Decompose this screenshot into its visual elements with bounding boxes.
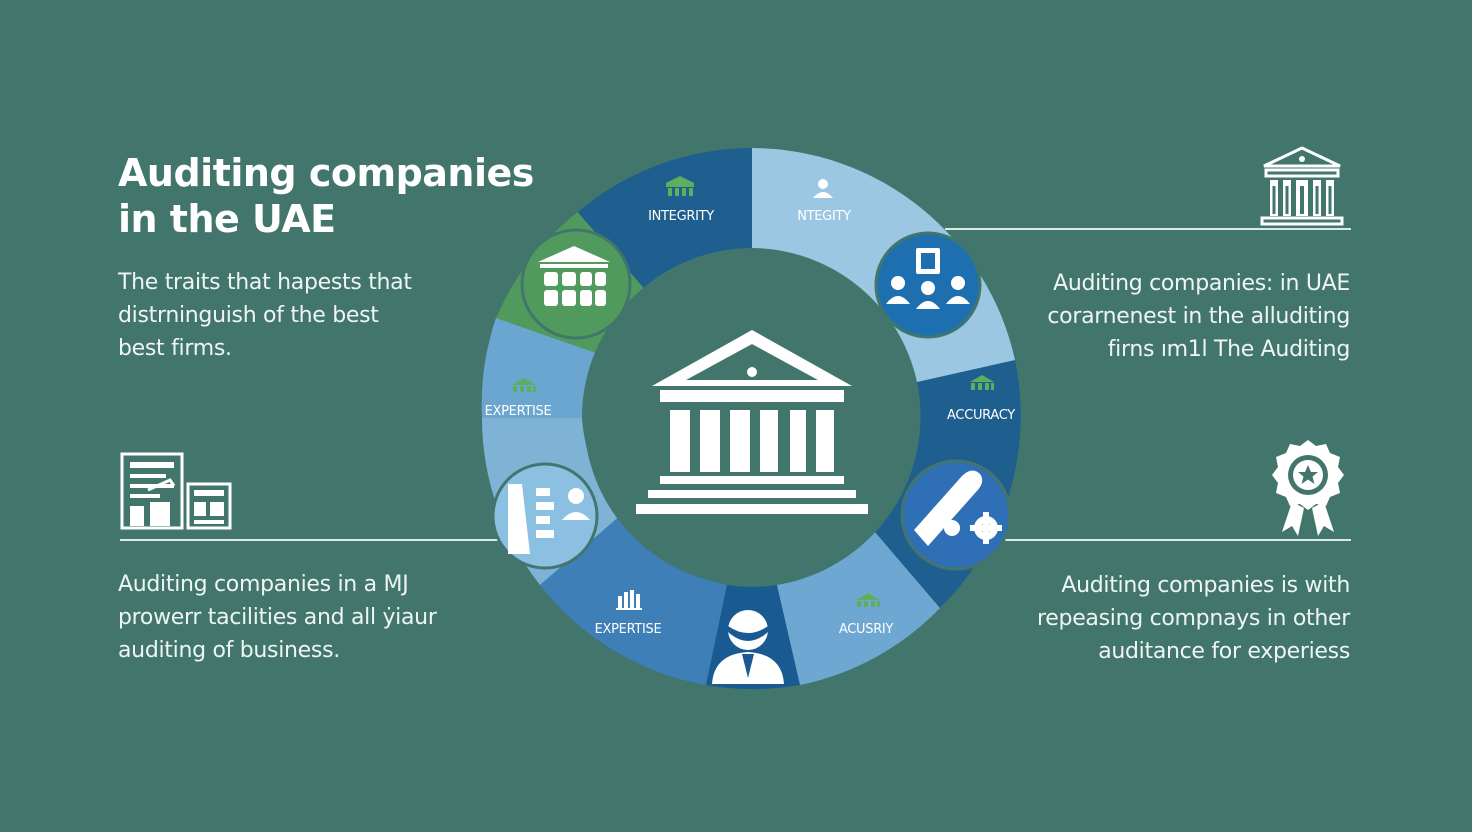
tools-gear-icon [914, 470, 1002, 546]
ring-center-hole [584, 250, 920, 586]
page-title: Auditing companies in the UAE [118, 150, 548, 242]
badge-analyst [491, 462, 599, 570]
label-accuracy-right: ACCURACY [947, 408, 1015, 423]
right-bottom-text: Auditing companies is with repeasing com… [1037, 569, 1350, 668]
intro-text: The traits that hapests that distrningui… [118, 266, 412, 365]
right-top-divider [945, 228, 1351, 230]
small-person-icon [813, 179, 833, 198]
analyst-dashboard-icon [508, 484, 590, 554]
government-building-icon [1256, 146, 1348, 226]
right-bottom-line: repeasing compnays in other [1037, 606, 1350, 631]
right-top-line: Auditing companies: in UAE [1053, 271, 1350, 296]
small-building-icon [856, 593, 880, 607]
right-top-text: Auditing companies: in UAE corarnenest i… [1047, 267, 1350, 366]
label-expertise-left: EXPERTISE [485, 404, 552, 419]
badge-team [874, 231, 982, 339]
ring-segment-bottom-right [777, 532, 940, 685]
left-bottom-text: Auditing companies in a MJ prowerr tacil… [118, 568, 437, 667]
right-bottom-line: Auditing companies is with [1061, 573, 1350, 598]
ring-segment-left [481, 318, 595, 418]
office-documents-icon [118, 450, 234, 532]
right-bottom-line: auditance for experiess [1098, 639, 1350, 664]
small-building-icon [970, 375, 994, 390]
right-top-line: corarnenest in the alluditing [1047, 304, 1350, 329]
badge-tools [900, 459, 1012, 571]
left-bottom-line: auditing of business. [118, 638, 340, 663]
intro-line: best firms. [118, 336, 232, 361]
building-icon [538, 246, 610, 306]
right-top-line: firns ım1l The Auditing [1107, 337, 1351, 362]
title-line-2: in the UAE [118, 197, 336, 241]
left-bottom-line: Auditing companies in a MJ [118, 572, 409, 597]
label-integrity: INTEGRITY [648, 209, 714, 224]
bank-building-icon [636, 330, 868, 514]
small-columns-icon [616, 590, 642, 610]
intro-line: distrninguish of the best [118, 303, 379, 328]
left-bottom-line: prowerr tacilities and all ẏiaur [118, 605, 437, 630]
small-building-icon [666, 176, 694, 196]
bottom-person [712, 610, 784, 684]
title-line-1: Auditing companies [118, 151, 534, 195]
right-bottom-divider [1005, 539, 1351, 541]
team-meeting-icon [886, 248, 970, 309]
badge-building [520, 228, 632, 340]
professional-avatar-icon [712, 610, 784, 684]
award-ribbon-icon [1268, 438, 1348, 538]
label-integrity-2: NTEGITY [797, 209, 851, 224]
left-divider [120, 539, 500, 541]
intro-line: The traits that hapests that [118, 270, 412, 295]
small-building-icon [512, 378, 536, 392]
label-accuracy-bottom: ACUSRIY [839, 622, 894, 637]
label-expertise-bottom: EXPERTISE [595, 622, 662, 637]
